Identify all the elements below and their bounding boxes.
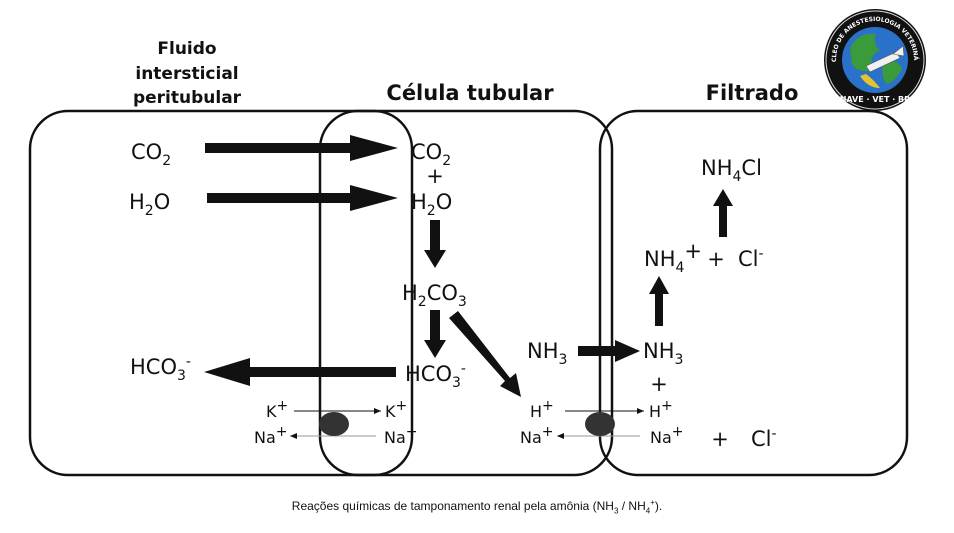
header-filtrate: Filtrado [706,81,799,105]
arrow-h2co3-to-h [449,311,521,397]
arrow-co2-into-cell [205,135,398,161]
label-nh4cl-filtrate: NH4Cl [701,156,762,185]
label-na-filtrate: Na+ [650,424,684,447]
label-na-cell-right: Na+ [520,424,554,447]
tubular-cell-compartment [318,109,614,477]
label-k-cell: K+ [385,398,407,421]
label-h2o-interstitial: H2O [129,190,170,219]
label-plus-filtrate-1: + [707,247,725,271]
label-plus-filtrate-2: + [650,372,668,396]
label-cl-filtrate-2: Cl- [751,426,777,451]
k-na-transporter [319,412,349,436]
label-nh3-filtrate: NH3 [643,339,683,368]
label-plus-cell: + [426,164,444,188]
label-h-filtrate: H+ [649,398,673,421]
filtrate-compartment [598,109,909,477]
label-h2co3-cell: H2CO3 [402,281,467,310]
arrow-nh4-to-nh4cl [713,189,733,237]
label-hco3-interstitial: HCO3- [130,354,191,384]
arrow-h2o-into-cell [207,185,398,211]
arrow-hco3-out-of-cell [204,358,396,386]
logo-bottom-text: NAVE · VET · BR [840,95,911,104]
label-h-cell: H+ [530,398,554,421]
label-cl-filtrate-1: Cl- [738,246,764,271]
figure-caption: Reações químicas de tamponamento renal p… [291,498,663,516]
arrow-h2o-to-h2co3 [424,220,446,268]
label-plus-filtrate-3: + [711,427,729,451]
interstitial-compartment [28,109,414,477]
label-co2-interstitial: CO2 [131,140,171,169]
arrow-nh3-to-nh4 [649,276,669,326]
label-k-interstitial: K+ [266,398,288,421]
label-na-interstitial: Na+ [254,424,288,447]
label-hco3-cell: HCO3- [405,361,466,391]
label-co2-cell: CO2 [411,140,451,169]
label-nh3-cell: NH3 [527,339,567,368]
h-na-transporter [585,412,615,436]
label-h2o-cell: H2O [411,190,452,219]
header-interstitial-line1: Fluido [157,39,216,59]
label-na-cell-left: Na+ [384,424,418,447]
arrow-nh3-into-filtrate [578,340,640,362]
arrow-h2co3-to-hco3 [424,310,446,358]
header-interstitial-line3: peritubular [133,88,242,108]
header-tubular-cell: Célula tubular [386,81,554,105]
logo-ring-text: NÚCLEO DE ANESTESIOLOGIA VETERINÁRIA [0,0,919,62]
label-nh4-filtrate: NH4+ [644,239,702,276]
header-interstitial-line2: intersticial [135,64,238,84]
